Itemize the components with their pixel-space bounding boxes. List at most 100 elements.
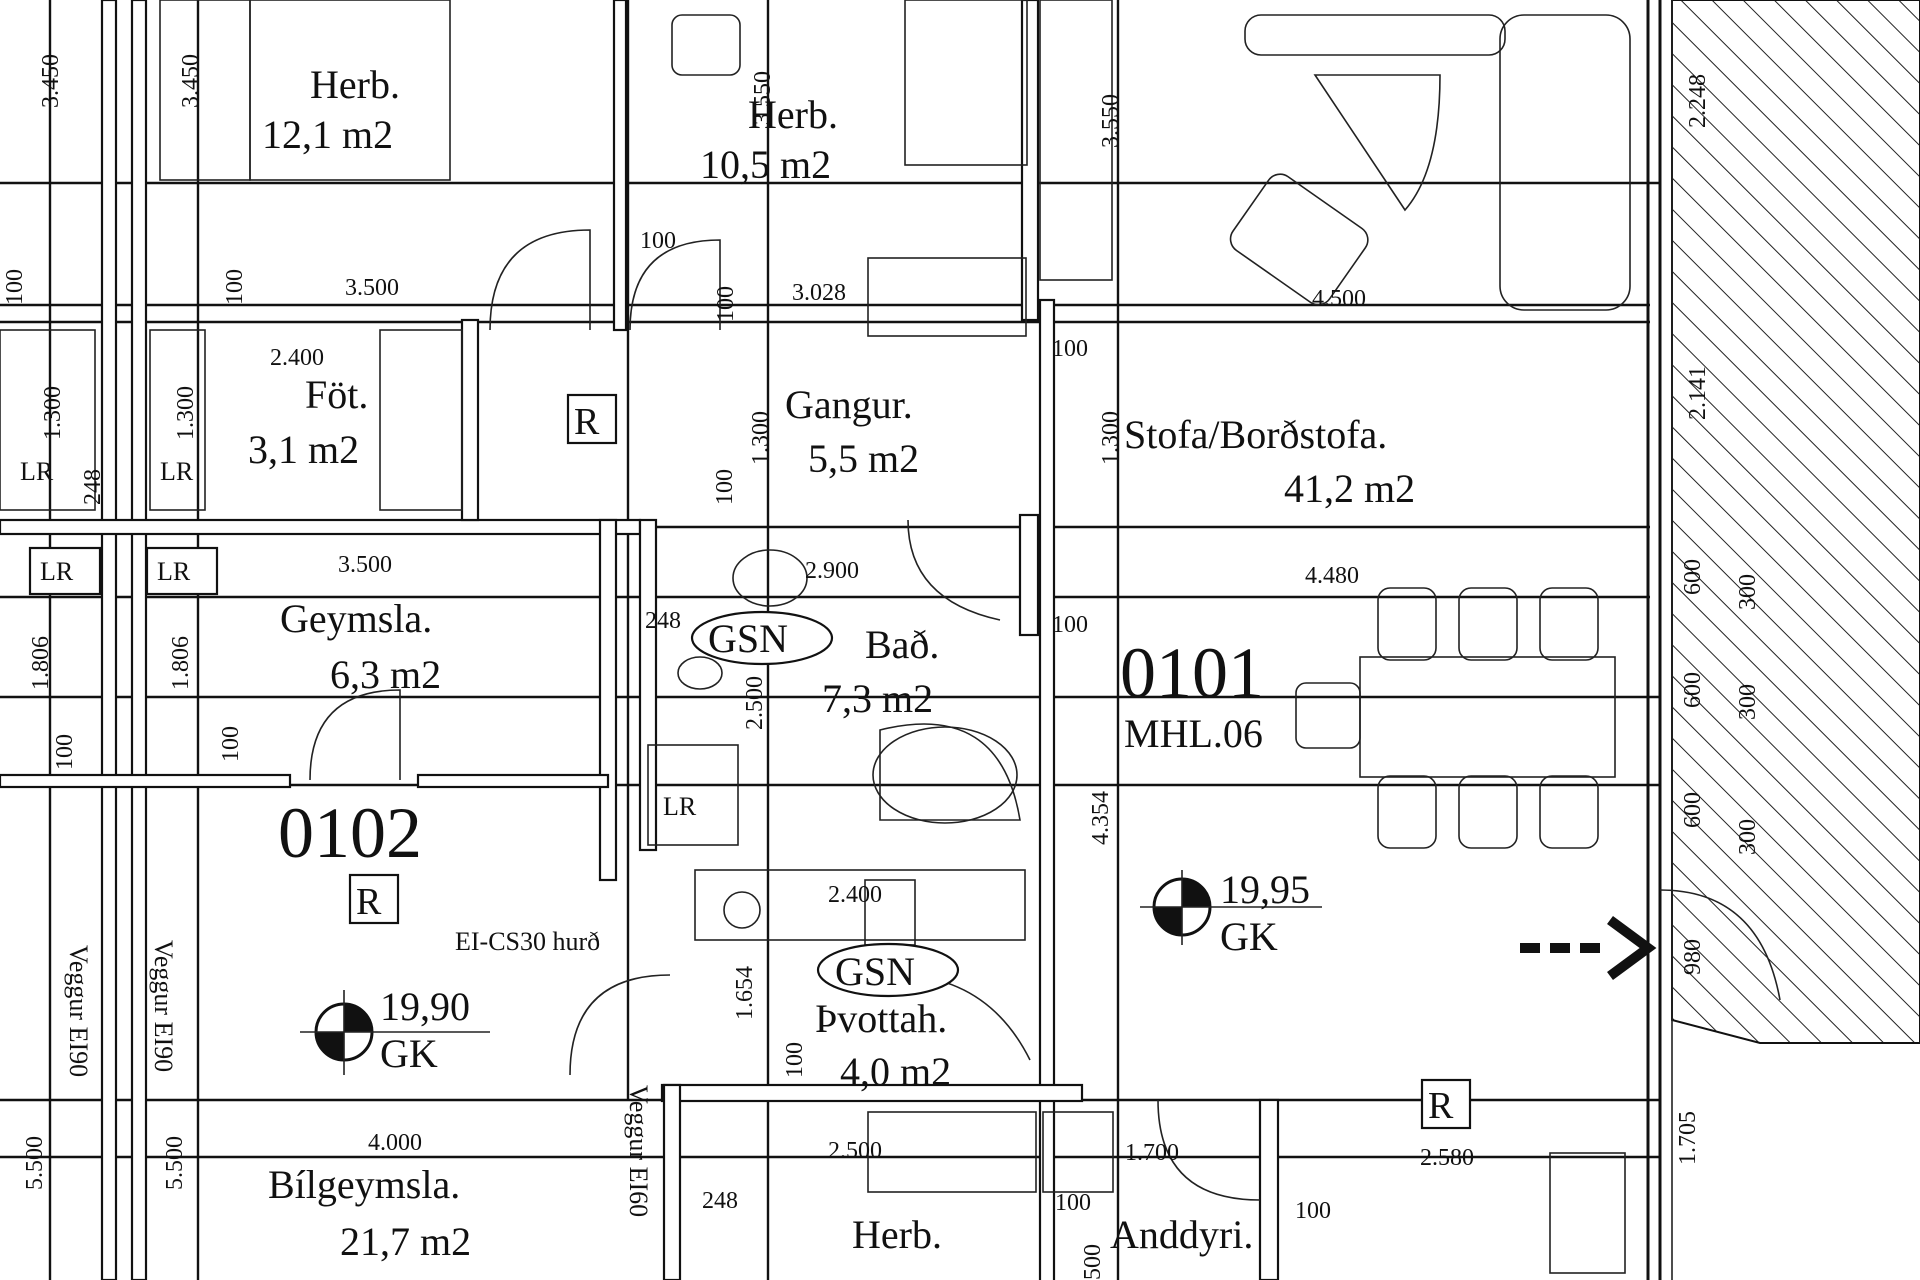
- room-area-herb-b: 10,5 m2: [700, 142, 831, 187]
- level-marker-1995-symbol: [1140, 870, 1322, 945]
- level-marker-1990-symbol: [300, 990, 490, 1075]
- dim-3550-a: 3.550: [750, 71, 776, 125]
- dim-3550-b: 3.550: [1098, 94, 1124, 148]
- grid-lines: [0, 0, 1660, 1280]
- dim-2900: 2.900: [805, 558, 859, 584]
- dim-1300-d: 1.300: [1098, 411, 1124, 465]
- marker-gsn-2: GSN: [835, 949, 915, 994]
- dim-5500-b: 5.500: [162, 1136, 188, 1190]
- dim-100-a: 100: [640, 228, 676, 254]
- dim-300-b: 300: [1735, 684, 1761, 720]
- dim-3450-b: 3.450: [178, 54, 204, 108]
- unit-code-mhl06: MHL.06: [1124, 711, 1263, 756]
- bathroom-fixtures: [647, 549, 1026, 946]
- dim-100-k: 100: [218, 726, 244, 762]
- dim-300-a: 300: [1735, 574, 1761, 610]
- dim-1300-b: 1.300: [173, 386, 199, 440]
- room-area-gangur: 5,5 m2: [808, 436, 919, 481]
- dim-100-c: 100: [1052, 612, 1088, 638]
- dim-1700: 1.700: [1125, 1140, 1179, 1166]
- dim-100-b: 100: [1052, 336, 1088, 362]
- dim-4000: 4.000: [368, 1130, 422, 1156]
- dim-300-c: 300: [1735, 819, 1761, 855]
- room-name-fot: Föt.: [305, 372, 368, 417]
- dim-3500-mid: 3.500: [338, 552, 392, 578]
- dim-4354: 4.354: [1088, 791, 1114, 845]
- dim-100-e: 100: [1295, 1198, 1331, 1224]
- room-name-gangur: Gangur.: [785, 382, 913, 427]
- room-name-herb-a: Herb.: [310, 62, 400, 107]
- dim-980: 980: [1680, 939, 1706, 975]
- dim-500: 500: [1080, 1244, 1106, 1280]
- wardrobes: [0, 0, 1113, 511]
- marker-lr-1: LR: [40, 557, 74, 586]
- entrance-arrow: [1520, 915, 1657, 981]
- dim-600-b: 600: [1680, 672, 1706, 708]
- room-area-bilgeymsla: 21,7 m2: [340, 1219, 471, 1264]
- dim-1806-a: 1.806: [28, 636, 54, 690]
- furniture: [671, 14, 1631, 1274]
- dim-3500-top: 3.500: [345, 275, 399, 301]
- dim-248-c: 248: [702, 1188, 738, 1214]
- dim-2500-a: 2.500: [742, 676, 768, 730]
- dim-1705: 1.705: [1675, 1111, 1701, 1165]
- marker-r-1: R: [574, 401, 600, 443]
- dim-100-l: 100: [782, 1042, 808, 1078]
- dim-100-j: 100: [52, 734, 78, 770]
- room-name-thvottah: Þvottah.: [815, 996, 947, 1041]
- room-name-herb-c: Herb.: [852, 1212, 942, 1257]
- dim-248-b: 248: [80, 469, 106, 505]
- level-type-1995: GK: [1220, 914, 1278, 959]
- unit-number-0101: 0101: [1120, 633, 1264, 713]
- note-door: EI-CS30 hurð: [455, 927, 600, 956]
- dim-1300-a: 1.300: [40, 386, 66, 440]
- level-value-1990: 19,90: [380, 984, 470, 1029]
- dim-2141: 2.141: [1685, 366, 1711, 420]
- room-name-herb-b: Herb.: [748, 92, 838, 137]
- marker-boxes: [28, 393, 1472, 1130]
- marker-lr-5: LR: [160, 457, 194, 486]
- door-swings: [309, 229, 1781, 1201]
- dim-1300-c: 1.300: [748, 411, 774, 465]
- dim-248-a: 248: [645, 608, 681, 634]
- exterior-wall-hatching: [1646, 0, 1920, 1280]
- level-value-1995: 19,95: [1220, 867, 1310, 912]
- room-name-stofa: Stofa/Borðstofa.: [1124, 412, 1387, 457]
- marker-r-2: R: [356, 881, 382, 923]
- dim-100-i: 100: [712, 469, 738, 505]
- marker-gsn-1: GSN: [708, 616, 788, 661]
- dim-100-h: 100: [713, 286, 739, 322]
- room-area-bad: 7,3 m2: [822, 676, 933, 721]
- marker-lr-2: LR: [157, 557, 191, 586]
- dim-2400: 2.400: [270, 345, 324, 371]
- dim-600-c: 600: [1680, 792, 1706, 828]
- dim-4480: 4.480: [1305, 563, 1359, 589]
- marker-r-3: R: [1428, 1085, 1454, 1127]
- dim-1806-b: 1.806: [168, 636, 194, 690]
- dim-4500: 4.500: [1312, 286, 1366, 312]
- room-area-geymsla: 6,3 m2: [330, 652, 441, 697]
- radiators: [867, 257, 1114, 1193]
- unit-number-0102: 0102: [278, 793, 422, 873]
- marker-lr-4: LR: [20, 457, 54, 486]
- dim-100-g: 100: [222, 269, 248, 305]
- room-area-thvottah: 4,0 m2: [840, 1049, 951, 1094]
- room-name-bilgeymsla: Bílgeymsla.: [268, 1162, 460, 1207]
- dim-2580: 2.580: [1420, 1145, 1474, 1171]
- dim-600-a: 600: [1680, 559, 1706, 595]
- dim-2500-b: 2.500: [828, 1138, 882, 1164]
- marker-lr-3: LR: [663, 792, 697, 821]
- note-wall-b: Veggur EI90: [149, 940, 178, 1072]
- room-area-fot: 3,1 m2: [248, 427, 359, 472]
- dim-100-d: 100: [1055, 1190, 1091, 1216]
- room-area-stofa: 41,2 m2: [1284, 466, 1415, 511]
- dim-100-f: 100: [2, 269, 28, 305]
- dim-2400-b: 2.400: [828, 882, 882, 908]
- dim-1654: 1.654: [732, 966, 758, 1020]
- dim-2248: 2.248: [1685, 74, 1711, 128]
- note-wall-c: Veggur EI60: [624, 1085, 653, 1217]
- dim-5500-a: 5.500: [22, 1136, 48, 1190]
- dim-3450-a: 3.450: [38, 54, 64, 108]
- dim-3028: 3.028: [792, 280, 846, 306]
